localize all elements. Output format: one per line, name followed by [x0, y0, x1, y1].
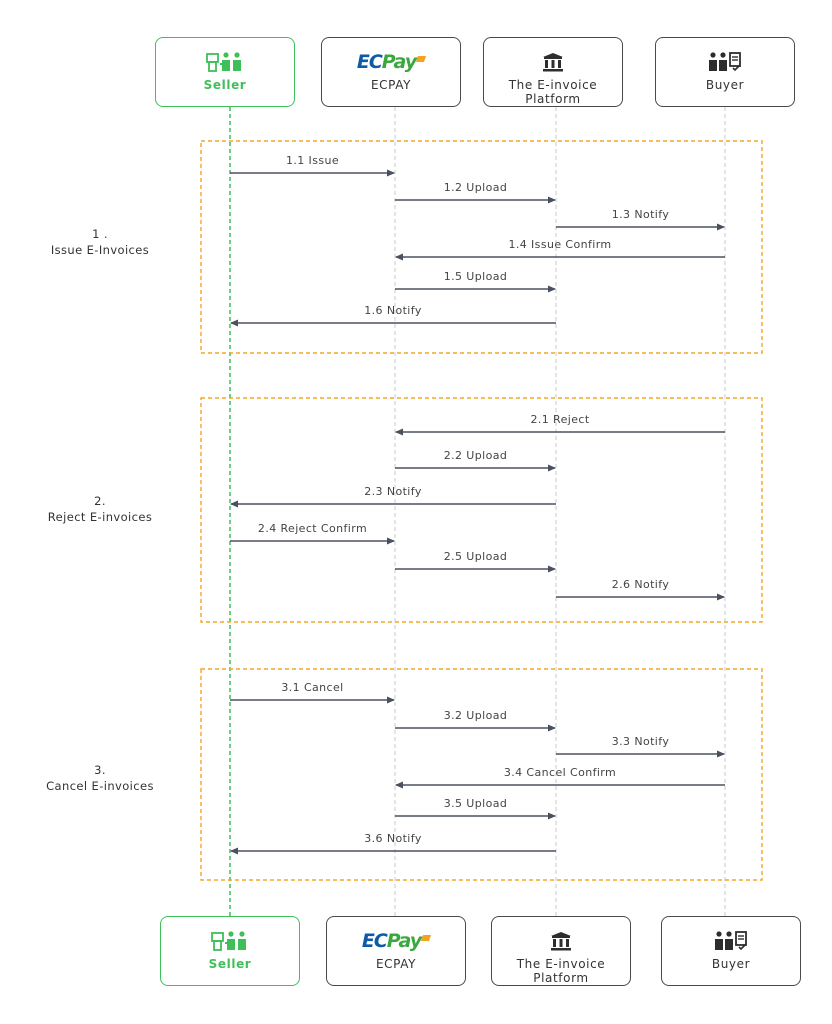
buyer-receipt-icon	[713, 929, 749, 953]
section-box	[200, 668, 763, 881]
section-number: 2.	[94, 494, 106, 508]
message-label: 2.3 Notify	[364, 485, 422, 498]
ecpay-logo: EC Pay	[361, 929, 432, 953]
actor-buyer-top: Buyer	[655, 37, 795, 107]
actor-label: Seller	[208, 957, 252, 971]
actor-ecpay-bottom: EC Pay ECPAY	[326, 916, 466, 986]
message-label: 2.1 Reject	[530, 413, 589, 426]
message-label: 1.2 Upload	[444, 181, 508, 194]
message-label: 3.1 Cancel	[281, 681, 343, 694]
section-number: 1 .	[92, 227, 108, 241]
message-label: 2.5 Upload	[444, 550, 508, 563]
actor-seller-bottom: Seller	[160, 916, 300, 986]
actor-label: The E-invoice Platform	[509, 78, 598, 106]
message-label: 1.5 Upload	[444, 270, 508, 283]
message-label: 3.4 Cancel Confirm	[504, 766, 616, 779]
logo-text-ec: EC	[361, 930, 388, 952]
seller-shop-icon	[210, 929, 250, 953]
logo-text-pay: Pay	[381, 51, 417, 73]
seller-shop-icon	[205, 50, 245, 74]
section-title: Reject E-invoices	[47, 510, 153, 524]
actor-label: Buyer	[711, 957, 751, 971]
buyer-receipt-icon	[707, 50, 743, 74]
section-number: 3.	[94, 763, 106, 777]
actor-ecpay-top: EC Pay ECPAY	[321, 37, 461, 107]
actor-label: Seller	[203, 78, 247, 92]
building-icon	[542, 50, 564, 74]
actor-label: Buyer	[705, 78, 745, 92]
actor-platform-bottom: The E-invoice Platform	[491, 916, 631, 986]
actor-buyer-bottom: Buyer	[661, 916, 801, 986]
section-title: Cancel E-invoices	[46, 779, 154, 793]
message-label: 1.4 Issue Confirm	[508, 238, 611, 251]
actor-label-line1: The E-invoice	[508, 78, 598, 92]
message-label: 3.2 Upload	[444, 709, 508, 722]
section-label-reject: 2. Reject E-invoices	[0, 493, 200, 525]
message-label: 1.1 Issue	[286, 154, 339, 167]
actor-seller-top: Seller	[155, 37, 295, 107]
ecpay-logo: EC Pay	[356, 50, 427, 74]
actor-label: ECPAY	[375, 957, 417, 971]
actor-platform-top: The E-invoice Platform	[483, 37, 623, 107]
message-label: 3.6 Notify	[364, 832, 422, 845]
message-label: 1.6 Notify	[364, 304, 422, 317]
message-label: 1.3 Notify	[612, 208, 670, 221]
logo-text-pay: Pay	[386, 930, 422, 952]
actor-label: ECPAY	[370, 78, 412, 92]
message-label: 2.4 Reject Confirm	[258, 522, 367, 535]
actor-label: The E-invoice Platform	[517, 957, 606, 985]
section-box	[200, 140, 763, 354]
building-icon	[550, 929, 572, 953]
message-label: 2.6 Notify	[612, 578, 670, 591]
logo-text-ec: EC	[356, 51, 383, 73]
actor-label-line2: Platform	[533, 971, 589, 985]
section-title: Issue E-Invoices	[50, 243, 150, 257]
message-label: 3.5 Upload	[444, 797, 508, 810]
section-label-cancel: 3. Cancel E-invoices	[0, 762, 200, 794]
actor-label-line2: Platform	[525, 92, 581, 106]
message-label: 3.3 Notify	[612, 735, 670, 748]
section-box	[200, 397, 763, 623]
actor-label-line1: The E-invoice	[516, 957, 606, 971]
message-label: 2.2 Upload	[444, 449, 508, 462]
section-label-issue: 1 . Issue E-Invoices	[0, 226, 200, 258]
